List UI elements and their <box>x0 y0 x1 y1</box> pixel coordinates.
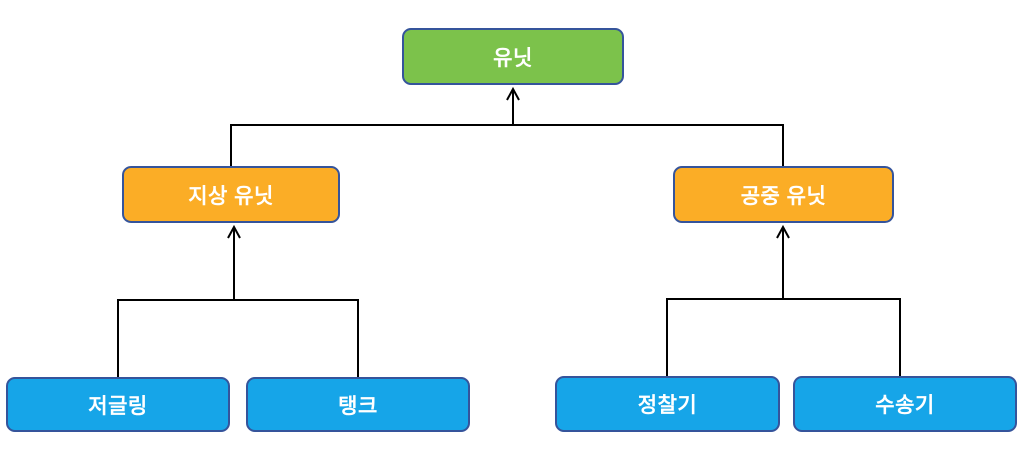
node-zergling: 저글링 <box>6 377 230 432</box>
node-tank: 탱크 <box>246 377 470 432</box>
arrow-to-air-unit <box>776 224 790 239</box>
connector-right-bracket <box>666 298 901 376</box>
node-unit: 유닛 <box>402 28 624 85</box>
node-air-unit: 공중 유닛 <box>673 166 894 223</box>
node-transport-plane: 수송기 <box>793 376 1017 432</box>
connector-left-bracket <box>117 299 359 377</box>
node-scout-plane: 정찰기 <box>555 376 780 432</box>
arrow-to-unit <box>506 86 520 101</box>
node-ground-unit: 지상 유닛 <box>122 166 340 223</box>
connector-top-bracket <box>230 124 784 166</box>
arrow-to-ground-unit <box>227 224 241 239</box>
